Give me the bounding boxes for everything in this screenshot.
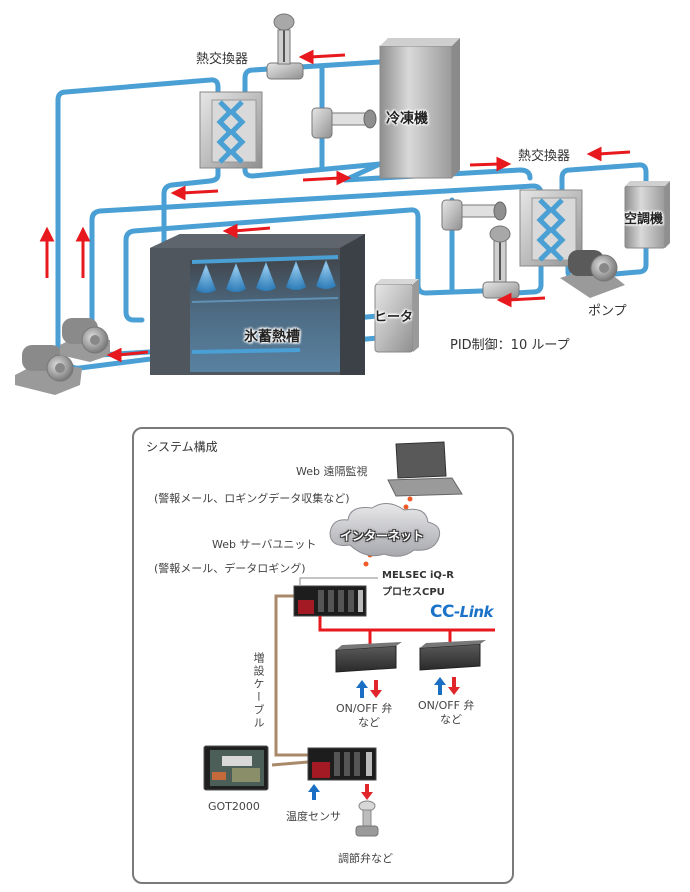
pipe — [342, 161, 533, 183]
valve-bypass — [311, 107, 377, 139]
flow-arrow — [222, 223, 271, 239]
plc-cpu-rack-1 — [293, 585, 367, 617]
output-arrow-2 — [448, 677, 460, 695]
label-air-conditioner: 空調機 — [624, 212, 664, 227]
flow-arrow — [170, 185, 219, 201]
input-arrow-1 — [356, 680, 368, 698]
extension-cable-label: 増設ケーブル — [252, 652, 265, 730]
control-valve-label: 調節弁など — [338, 852, 393, 865]
flow-arrow — [39, 226, 55, 278]
control-valve-output-arrow — [361, 784, 373, 800]
cpu-label-line2: プロセスCPU — [382, 587, 445, 598]
flow-arrow — [298, 49, 346, 65]
io1-label-line1: ON/OFF 弁 — [336, 702, 393, 715]
cpu-label-line1: MELSEC iQ-R — [382, 570, 454, 581]
pipe — [559, 162, 649, 195]
pipe — [512, 259, 544, 296]
flow-arrow — [469, 156, 512, 172]
system-config-title: システム構成 — [146, 440, 218, 454]
io1-label-line2: など — [358, 716, 380, 729]
io2-label-line1: ON/OFF 弁 — [418, 699, 475, 712]
web-server-unit-label: Web サーバユニット — [212, 538, 317, 551]
air-conditioner — [624, 181, 670, 249]
cc-link-logo: CC-Link — [430, 602, 494, 622]
pipe — [242, 59, 383, 95]
heater — [374, 279, 419, 353]
cpu-label-leader — [299, 577, 378, 585]
valve-right-upper — [441, 199, 507, 231]
pipe — [55, 77, 221, 358]
heat-exchanger-1 — [199, 91, 263, 169]
got2000-hmi-icon — [203, 745, 269, 791]
output-arrow-1 — [370, 680, 382, 698]
flow-arrows — [39, 49, 631, 363]
temp-sensor-label: 温度センサ — [286, 810, 341, 823]
chiller — [379, 38, 460, 179]
label-ice-storage-tank: 氷蓄熱槽 — [244, 329, 300, 345]
io-module-1 — [335, 642, 402, 673]
flow-arrow — [106, 347, 149, 363]
got2000-label: GOT2000 — [208, 800, 260, 813]
label-heater: ヒータ — [374, 310, 414, 325]
ice-storage-tank — [150, 234, 365, 375]
laptop-icon — [387, 441, 463, 497]
hmi-cable — [271, 760, 309, 767]
io2-label-line2: など — [440, 713, 462, 726]
valve-top — [266, 13, 304, 80]
spray-nozzles — [196, 260, 336, 293]
temp-sensor-input-arrow — [308, 784, 320, 800]
process-diagram — [15, 13, 670, 395]
heat-exchanger-2 — [519, 189, 583, 267]
flow-arrow — [75, 226, 91, 278]
plc-rack-2 — [307, 747, 377, 781]
flow-arrow — [496, 292, 546, 308]
web-server-note: (警報メール、データロギング) — [154, 562, 306, 575]
label-pump: ポンプ — [588, 304, 627, 319]
cc-link-logo-prefix: CC — [430, 602, 454, 622]
cc-link-logo-suffix: -Link — [453, 603, 494, 621]
pump-right — [560, 250, 625, 298]
extension-cable — [274, 594, 308, 757]
pipe — [612, 242, 649, 277]
label-chiller: 冷凍機 — [386, 111, 428, 127]
label-heat-exchanger-1: 熱交換器 — [196, 52, 249, 67]
control-valve-icon — [355, 800, 379, 837]
pipe — [242, 157, 383, 179]
web-monitor-label: Web 遠隔監視 — [296, 465, 368, 478]
label-pid-control: PID制御：10 ループ — [450, 338, 570, 353]
internet-cloud-icon — [329, 503, 441, 557]
label-heat-exchanger-2: 熱交換器 — [518, 149, 571, 164]
io-module-2 — [419, 640, 486, 671]
web-monitor-note: (警報メール、ロギングデータ収集など) — [154, 492, 350, 505]
internet-label: インターネット — [340, 529, 425, 543]
flow-arrow — [586, 146, 631, 162]
pump-left-2 — [60, 318, 110, 362]
input-arrow-2 — [434, 677, 446, 695]
flow-arrow — [302, 170, 352, 186]
